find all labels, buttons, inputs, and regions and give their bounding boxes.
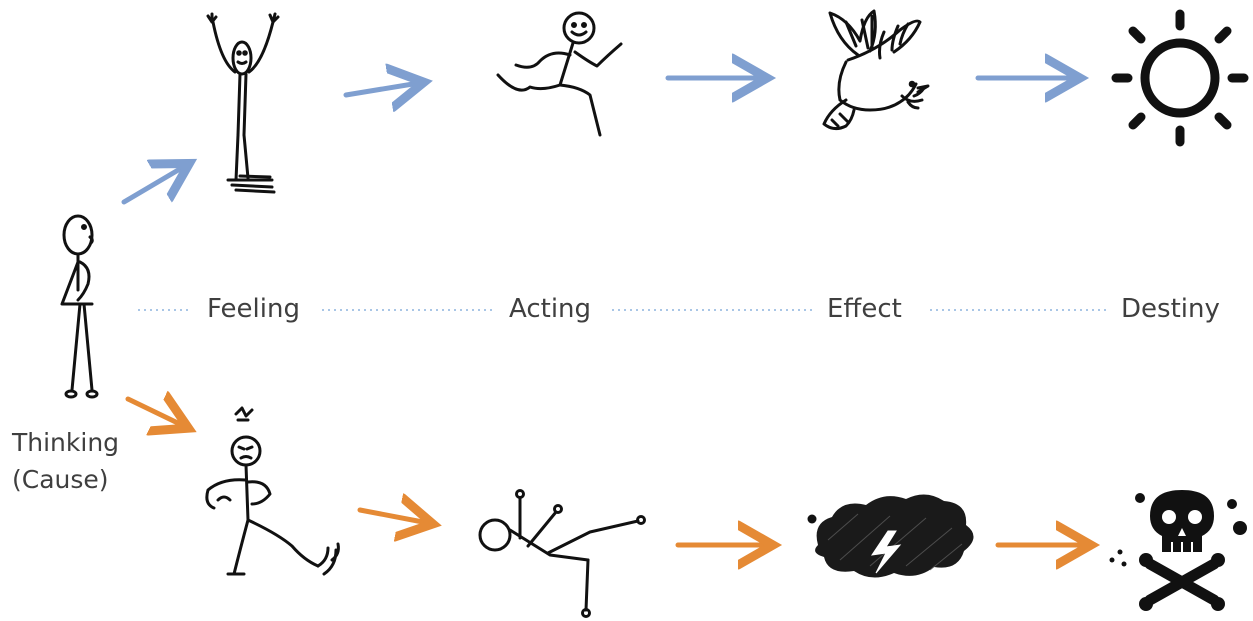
positive-arrows: [121, 78, 1075, 205]
stage-label-destiny: Destiny: [1121, 294, 1220, 324]
arrow-to-acting-negative: [357, 510, 428, 523]
cause-label: Thinking (Cause): [12, 424, 119, 498]
negative-arrows: [125, 399, 1086, 545]
falling-stick-figure-icon: [478, 489, 646, 618]
arrow-to-feeling-positive: [121, 166, 185, 205]
running-stick-figure-icon: [496, 11, 623, 137]
arrow-to-acting-positive: [343, 83, 419, 95]
stage-label-acting: Acting: [509, 294, 592, 324]
angry-stick-figure-icon: [205, 406, 340, 576]
dove-icon: [822, 9, 930, 131]
stage-label-effect: Effect: [827, 294, 902, 324]
cheering-stick-figure-icon: [206, 12, 280, 194]
cause-label-line-2: (Cause): [12, 465, 109, 494]
sun-icon: [1111, 9, 1249, 147]
stage-label-feeling: Feeling: [207, 294, 300, 324]
storm-cloud-icon: [807, 494, 974, 578]
thinking-stick-figure-icon: [60, 214, 99, 399]
skull-crossbones-icon: [1109, 490, 1247, 611]
cause-label-line-1: Thinking: [12, 428, 120, 457]
arrow-to-feeling-negative: [125, 399, 184, 426]
